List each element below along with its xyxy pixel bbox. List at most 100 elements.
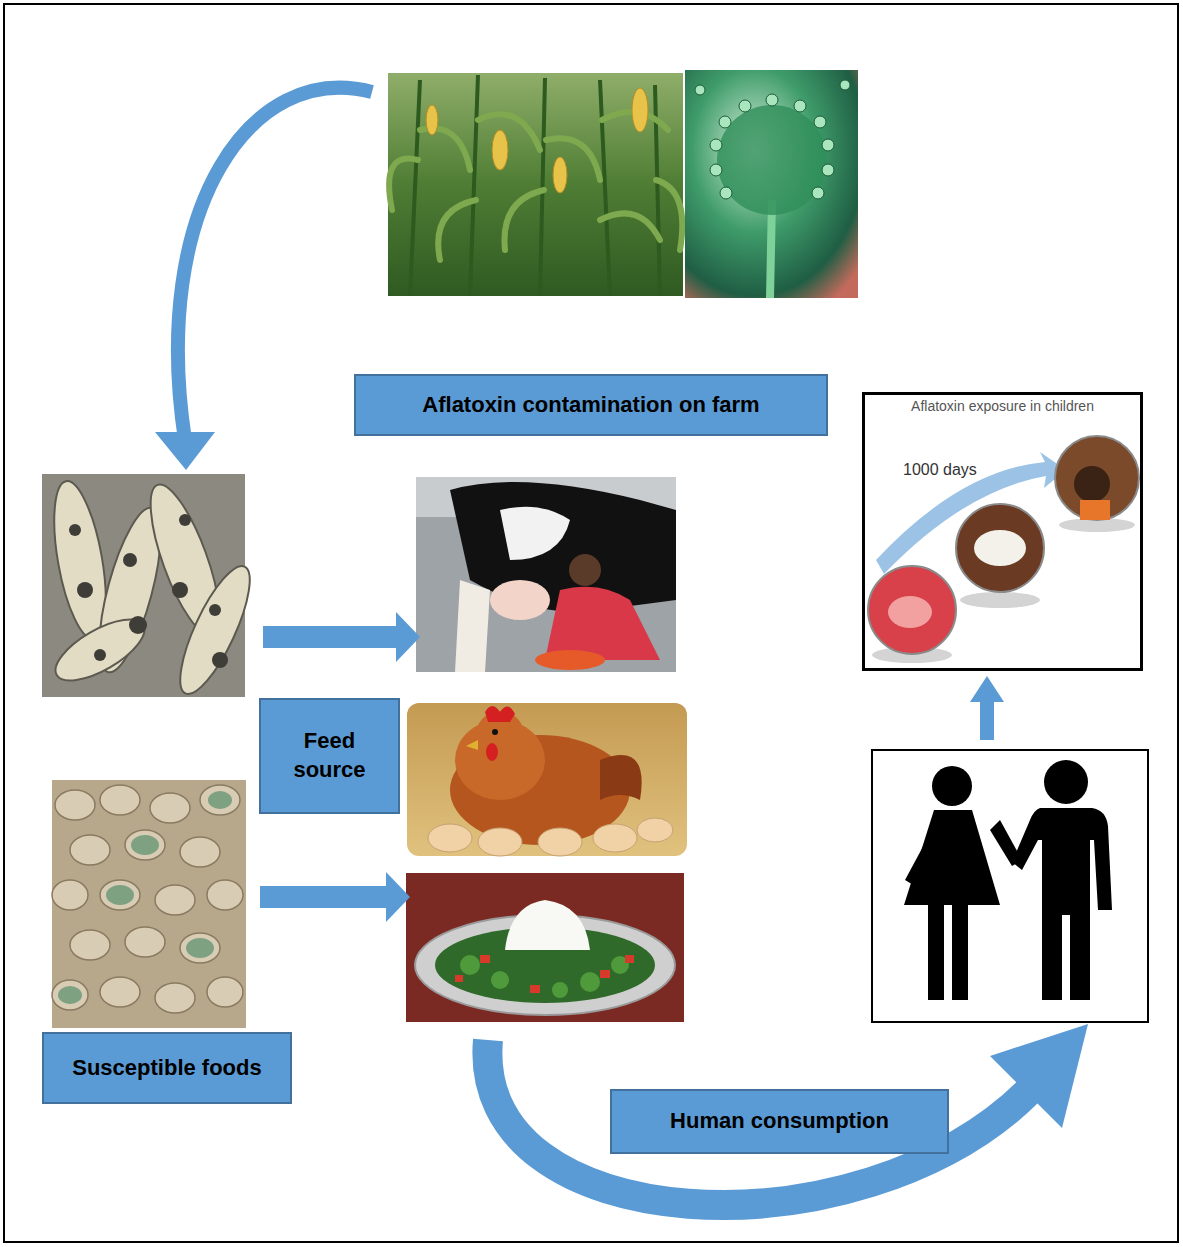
flow-arrow-part [487,1040,1030,1205]
moldy-groundnuts-photo-part-part [155,983,195,1013]
moldy-maize-photo-part-part [167,558,262,702]
moldy-groundnuts-photo-part-part [52,980,88,1010]
ugali-plate-photo-part-part [491,971,509,989]
moldy-groundnuts-photo-part-part [55,790,95,820]
moldy-groundnuts-photo-part-part [131,835,159,855]
milking-cow-photo-part [416,477,676,672]
children-inset-picture-part [868,566,956,654]
box-label: Aflatoxin exposure in children [869,398,1136,414]
moldy-groundnuts-photo-part [58,791,232,1004]
hen-photo-part-part [637,818,673,842]
ugali-plate-photo-part [505,900,590,950]
moldy-groundnuts-photo-part-part [180,933,220,963]
couple-icon-part [872,750,1148,1022]
ugali-plate-photo-part-part [530,985,540,993]
hen-photo-part [407,703,687,856]
ugali-plate-photo-part [455,955,634,993]
couple-icon-part [1044,760,1088,804]
couple-icon-part [932,766,972,806]
aspergillus-photo-part-part [710,139,722,151]
moldy-maize-photo-part [69,514,228,668]
flow-arrow-part [970,676,1004,702]
flow-arrow-part [396,612,420,662]
maize-field-photo-part-part [389,159,418,210]
moldy-groundnuts-photo-part [52,780,246,1028]
moldy-maize-photo-part-part [69,524,81,536]
hen-photo [407,703,687,856]
maize-field-photo-part-part [426,105,438,135]
hen-photo-part [466,740,478,750]
aspergillus-photo-part-part [814,116,826,128]
aspergillus-photo-part-part [719,116,731,128]
aspergillus-photo-part-part [822,139,834,151]
aspergillus-photo-part-part [794,100,806,112]
moldy-groundnuts-photo-part-part [100,785,140,815]
moldy-maize-photo-part-part [129,616,147,634]
hen-photo-part-part [593,824,637,852]
maize-field-photo-part-part [438,200,476,260]
maize-field-photo-part-part [470,75,478,296]
maize-field-photo-part-part [504,190,544,250]
maize-field-photo-part-part [600,80,610,296]
hen-photo-part-part [428,824,472,852]
moldy-groundnuts-photo-part [52,785,243,1013]
ugali-plate-photo-part-part [455,975,463,982]
milking-cow-photo-part [500,507,570,560]
milking-cow-photo-part [545,587,660,660]
label-box: Aflatoxin contamination on farm [354,374,828,436]
moldy-maize-photo-part-part [94,649,106,661]
moldy-groundnuts-photo-part-part [155,885,195,915]
moldy-maize-photo [42,474,263,702]
aspergillus-photo-part [695,80,850,199]
maize-field-photo-part-part [492,130,508,170]
moldy-groundnuts-photo-part-part [100,977,140,1007]
hen-photo-part [492,729,498,735]
moldy-groundnuts-photo-part-part [125,830,165,860]
hen-photo-part-part [538,828,582,856]
moldy-groundnuts-photo-part-part [200,785,240,815]
ugali-plate-photo-part-part [480,955,490,963]
moldy-maize-photo-part-part [123,553,137,567]
box-label: Susceptible foods [72,1054,261,1083]
moldy-groundnuts-photo-part-part [70,835,110,865]
children-inset-picture-part [960,592,1040,608]
maize-field-photo-part-part [553,157,567,193]
box-label: Feed source [281,727,378,784]
hen-photo-part [428,818,673,856]
box-note: 1000 days [903,461,977,479]
maize-field-photo-part-part [478,114,540,150]
moldy-groundnuts-photo-part-part [186,938,214,958]
aspergillus-photo-part-part [739,100,751,112]
flow-arrow-part [980,700,994,740]
moldy-groundnuts-photo-part-part [100,880,140,910]
moldy-maize-photo-part-part [212,652,228,668]
maize-field-photo-part-part [632,88,648,132]
outer-frame-part [4,4,1178,1242]
children-inset-picture-part [1055,436,1139,520]
moldy-groundnuts-photo-part-part [207,977,243,1007]
flow-arrow-part [178,88,372,440]
aspergillus-photo-part-part [695,85,705,95]
label-box: Human consumption [610,1089,949,1154]
outer-frame [4,4,1178,1242]
aspergillus-photo-part-part [766,94,778,106]
moldy-maize-photo-part [42,474,245,697]
aspergillus-photo-part [717,105,827,215]
aspergillus-photo-part-part [840,80,850,90]
moldy-groundnuts-photo-part-part [52,880,88,910]
moldy-groundnuts-photo-part-part [208,791,232,809]
children-inset-picture-part [1074,466,1110,502]
inset-box: Aflatoxin exposure in children 1000 days [862,392,1143,671]
couple-icon-part [1012,808,1112,1000]
moldy-maize-photo-part [44,477,262,702]
couple-icon-part [904,810,1000,1000]
ugali-plate-photo-part-part [600,970,610,978]
moldy-maize-photo-part-part [179,514,191,526]
milking-cow-photo-part [490,580,550,620]
flow-arrow-part [155,432,215,470]
hen-photo-part [485,706,515,722]
ugali-plate-photo-part-part [580,972,600,992]
moldy-maize-photo-part-part [47,608,154,693]
maize-field-photo-part-part [656,180,682,250]
